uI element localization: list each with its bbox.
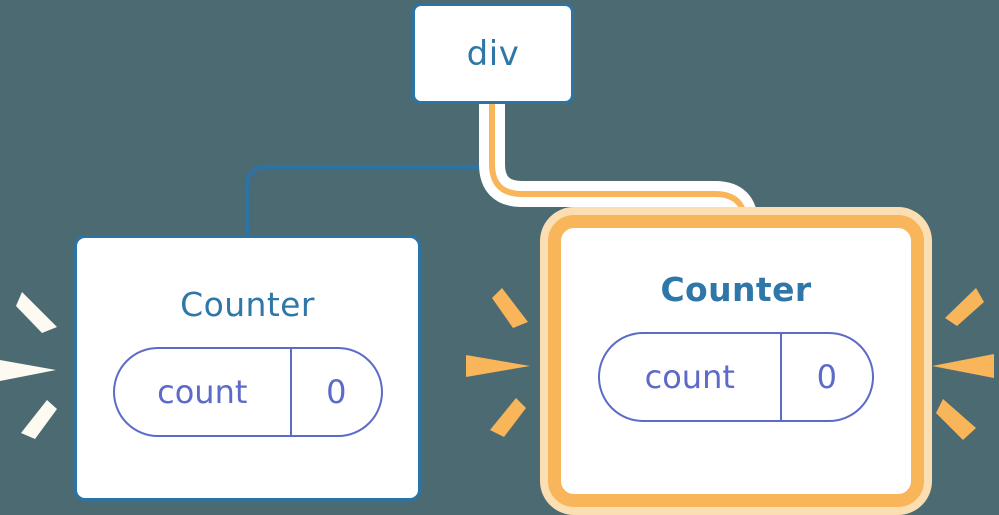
state-key-right: count (644, 358, 735, 396)
node-counter-right-label: Counter (660, 270, 812, 309)
edge-div-to-counter-right (489, 104, 748, 236)
state-value-right: 0 (779, 334, 872, 420)
state-pill-right[interactable]: count 0 (598, 332, 874, 422)
state-pill-left[interactable]: count 0 (112, 347, 383, 437)
edge-div-to-counter-left (245, 102, 494, 240)
sparkle-rays-icon (932, 288, 994, 440)
sparkle-rays-icon (0, 292, 57, 439)
sparkle-rays-middle (466, 280, 534, 448)
state-key-left: count (157, 373, 248, 411)
node-div-label: div (466, 33, 520, 74)
sparkle-rays-right-counter (932, 280, 999, 448)
node-div[interactable]: div (412, 3, 574, 104)
node-counter-left-label: Counter (180, 285, 315, 324)
sparkle-rays-icon (466, 288, 530, 437)
state-value-left: 0 (290, 349, 380, 435)
sparkle-rays-left-counter (0, 282, 62, 448)
node-counter-left[interactable]: Counter count 0 (74, 235, 421, 501)
node-counter-right[interactable]: Counter count 0 (548, 215, 924, 507)
edge-div-to-counter-right-halo (479, 104, 758, 232)
